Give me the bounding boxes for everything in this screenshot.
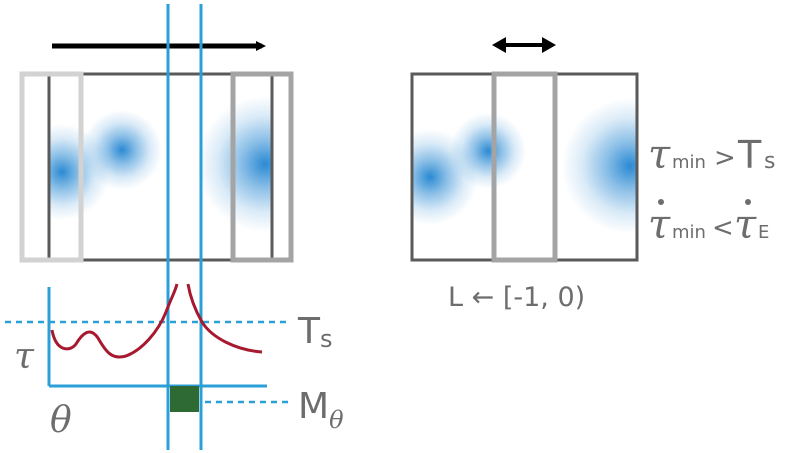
mask-label: Mθ — [298, 386, 344, 434]
plot — [5, 283, 290, 412]
condition-tau-min-gt-ts: τ min > T s — [648, 132, 775, 178]
tau-curve-right — [186, 283, 263, 354]
theta-axis-label: θ — [50, 400, 72, 441]
density-blob — [450, 113, 526, 189]
double-arrow-icon — [492, 37, 556, 53]
dot-accent — [745, 199, 751, 205]
density-blob — [562, 98, 637, 234]
right-blobs — [412, 98, 637, 234]
threshold-label: Ts — [297, 311, 333, 353]
mask-block — [170, 386, 199, 412]
window — [491, 71, 558, 263]
right-panel — [410, 37, 639, 263]
dot-accent — [658, 199, 664, 205]
svg-text:<: < — [712, 213, 734, 243]
density-blob — [82, 110, 162, 190]
svg-text:τ: τ — [648, 202, 671, 248]
left-blobs — [49, 96, 272, 232]
svg-text:τ: τ — [734, 202, 757, 248]
frame — [47, 72, 274, 262]
left-panel — [19, 41, 294, 263]
window-start — [19, 71, 84, 263]
tau-curve-left — [50, 283, 179, 359]
svg-text:>: > — [714, 143, 736, 173]
condition-taudot-min-lt-taudot-e: τ min < τ E — [648, 199, 769, 248]
window-end — [230, 71, 294, 263]
window-caption: L ← [-1, 0) — [448, 282, 585, 313]
svg-text:T: T — [737, 133, 762, 177]
svg-text:min: min — [672, 222, 706, 243]
density-blob — [197, 96, 272, 232]
tau-axis-label: τ — [14, 336, 35, 377]
svg-text:E: E — [758, 222, 769, 243]
svg-text:τ: τ — [648, 132, 671, 178]
svg-text:s: s — [764, 149, 775, 174]
svg-text:min: min — [672, 152, 706, 173]
